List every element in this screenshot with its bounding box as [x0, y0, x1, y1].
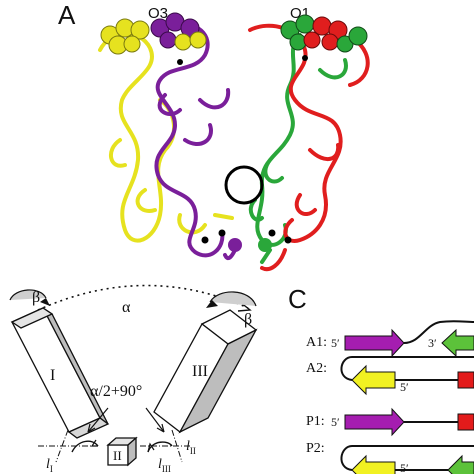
highlight-circle: [224, 165, 264, 205]
axis-line-left-slant: [55, 429, 69, 463]
black-dot: [201, 236, 209, 244]
beta-right-label: β: [244, 311, 253, 328]
row-a2-diagram: [340, 356, 474, 396]
row-a1-label: A1:: [306, 335, 327, 350]
green-chain: [248, 33, 348, 264]
panel-a-label: A: [58, 0, 76, 30]
row-a2-five-prime: 5′: [400, 380, 409, 394]
alpha-arc: [37, 284, 249, 311]
block-two: [106, 436, 138, 467]
beta-right-arrow: [209, 291, 257, 307]
block-one: [10, 307, 110, 439]
row-p1-diagram: [344, 407, 474, 437]
green-terminal-sphere: [258, 238, 272, 252]
row-a1-diagram: [344, 320, 474, 358]
alpha-label: α: [122, 299, 131, 316]
row-a1-five-prime: 5′: [331, 336, 340, 350]
panel-c-label: C: [288, 284, 307, 314]
angle-arrow-right: [145, 407, 165, 433]
axis-center-label: lII: [186, 439, 196, 456]
red-chain: [248, 23, 370, 271]
left-domain-label: O3: [148, 5, 169, 22]
structure-ribbons: [98, 22, 370, 271]
purple-terminal-sphere: [228, 238, 242, 252]
purple-chain: [154, 22, 237, 261]
axis-right-label: lIII: [158, 457, 171, 474]
block-three: [153, 309, 258, 434]
sphere-cluster-left: [100, 12, 207, 55]
yellow-chain: [98, 32, 234, 243]
angle-arrow-left: [87, 407, 109, 433]
black-dot: [302, 55, 308, 61]
beta-left-label: β: [32, 289, 41, 306]
block-three-label: III: [192, 363, 208, 380]
block-one-label: I: [50, 367, 56, 384]
black-dot: [268, 229, 276, 237]
block-two-label: II: [113, 448, 122, 463]
small-rotate-left: [71, 440, 99, 453]
row-p2-five-prime: 5′: [400, 461, 409, 475]
row-p1-label: P1:: [306, 414, 325, 429]
row-p1-five-prime: 5′: [331, 415, 340, 429]
black-dot: [177, 59, 183, 65]
beta-left-arrow: [9, 289, 47, 301]
black-dot: [218, 229, 226, 237]
axis-left-label: lI: [46, 457, 53, 474]
row-a1-three-prime: 3′: [428, 336, 437, 350]
row-a2-label: A2:: [306, 361, 327, 376]
center-angle-label: α/2+90°: [90, 383, 143, 400]
row-p2-diagram: [340, 445, 474, 474]
sphere-cluster-right: [280, 14, 368, 53]
small-rotate-right: [147, 441, 173, 453]
row-p2-label: P2:: [306, 441, 325, 456]
black-dot: [284, 236, 292, 244]
axis-line-right-slant: [171, 429, 183, 463]
